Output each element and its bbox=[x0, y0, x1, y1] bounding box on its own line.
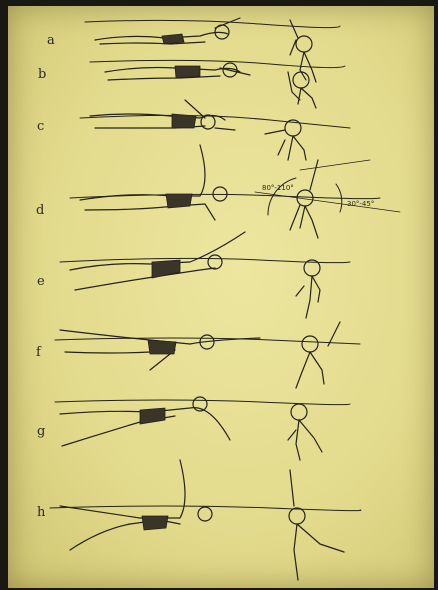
head-front-g bbox=[291, 404, 307, 420]
row-d: d 80°-110° 30°-45° bbox=[36, 145, 400, 238]
row-b: b bbox=[38, 60, 345, 108]
waterline-g bbox=[55, 400, 350, 405]
swimmer-front-e bbox=[296, 276, 320, 318]
row-label-d: d bbox=[36, 203, 44, 218]
row-g: g bbox=[37, 397, 350, 460]
angle-label-head: 30°-45° bbox=[347, 200, 374, 208]
row-f: f bbox=[36, 322, 360, 388]
suit-a bbox=[162, 34, 184, 44]
swimmer-side-c bbox=[90, 100, 235, 130]
row-label-e: e bbox=[37, 274, 45, 289]
swimmer-side-d bbox=[80, 145, 215, 220]
row-c: c bbox=[37, 100, 350, 160]
swimmer-front-b bbox=[288, 72, 316, 108]
swimmer-side-e bbox=[70, 232, 245, 290]
row-label-a: a bbox=[47, 33, 55, 48]
head-front-f bbox=[302, 336, 318, 352]
swimmer-front-h bbox=[290, 470, 344, 580]
angle-label-shoulder: 80°-110° bbox=[262, 184, 294, 192]
suit-c bbox=[172, 114, 196, 128]
suit-f bbox=[148, 340, 176, 354]
row-label-g: g bbox=[37, 424, 45, 439]
row-label-b: b bbox=[38, 67, 46, 82]
suit-e bbox=[152, 260, 180, 278]
waterline-b bbox=[90, 60, 345, 67]
row-label-h: h bbox=[37, 505, 46, 520]
suit-d bbox=[166, 194, 192, 208]
swimmer-front-c bbox=[265, 130, 306, 160]
suit-b bbox=[175, 66, 200, 78]
head-front-h bbox=[289, 508, 305, 524]
angle-line-b bbox=[300, 160, 370, 170]
head-side-e bbox=[208, 255, 222, 269]
swimmer-front-f bbox=[296, 322, 340, 388]
swimmer-front-g bbox=[288, 420, 322, 460]
waterline-a bbox=[85, 20, 340, 27]
suit-g bbox=[140, 408, 165, 424]
angle-line-a bbox=[255, 192, 400, 212]
row-label-c: c bbox=[37, 119, 44, 134]
head-side-h bbox=[198, 507, 212, 521]
row-h: h bbox=[37, 460, 361, 580]
row-e: e bbox=[37, 232, 350, 318]
head-side-c bbox=[201, 115, 215, 129]
row-label-f: f bbox=[36, 345, 42, 360]
suit-h bbox=[142, 516, 168, 530]
swimmer-side-h bbox=[60, 460, 185, 550]
